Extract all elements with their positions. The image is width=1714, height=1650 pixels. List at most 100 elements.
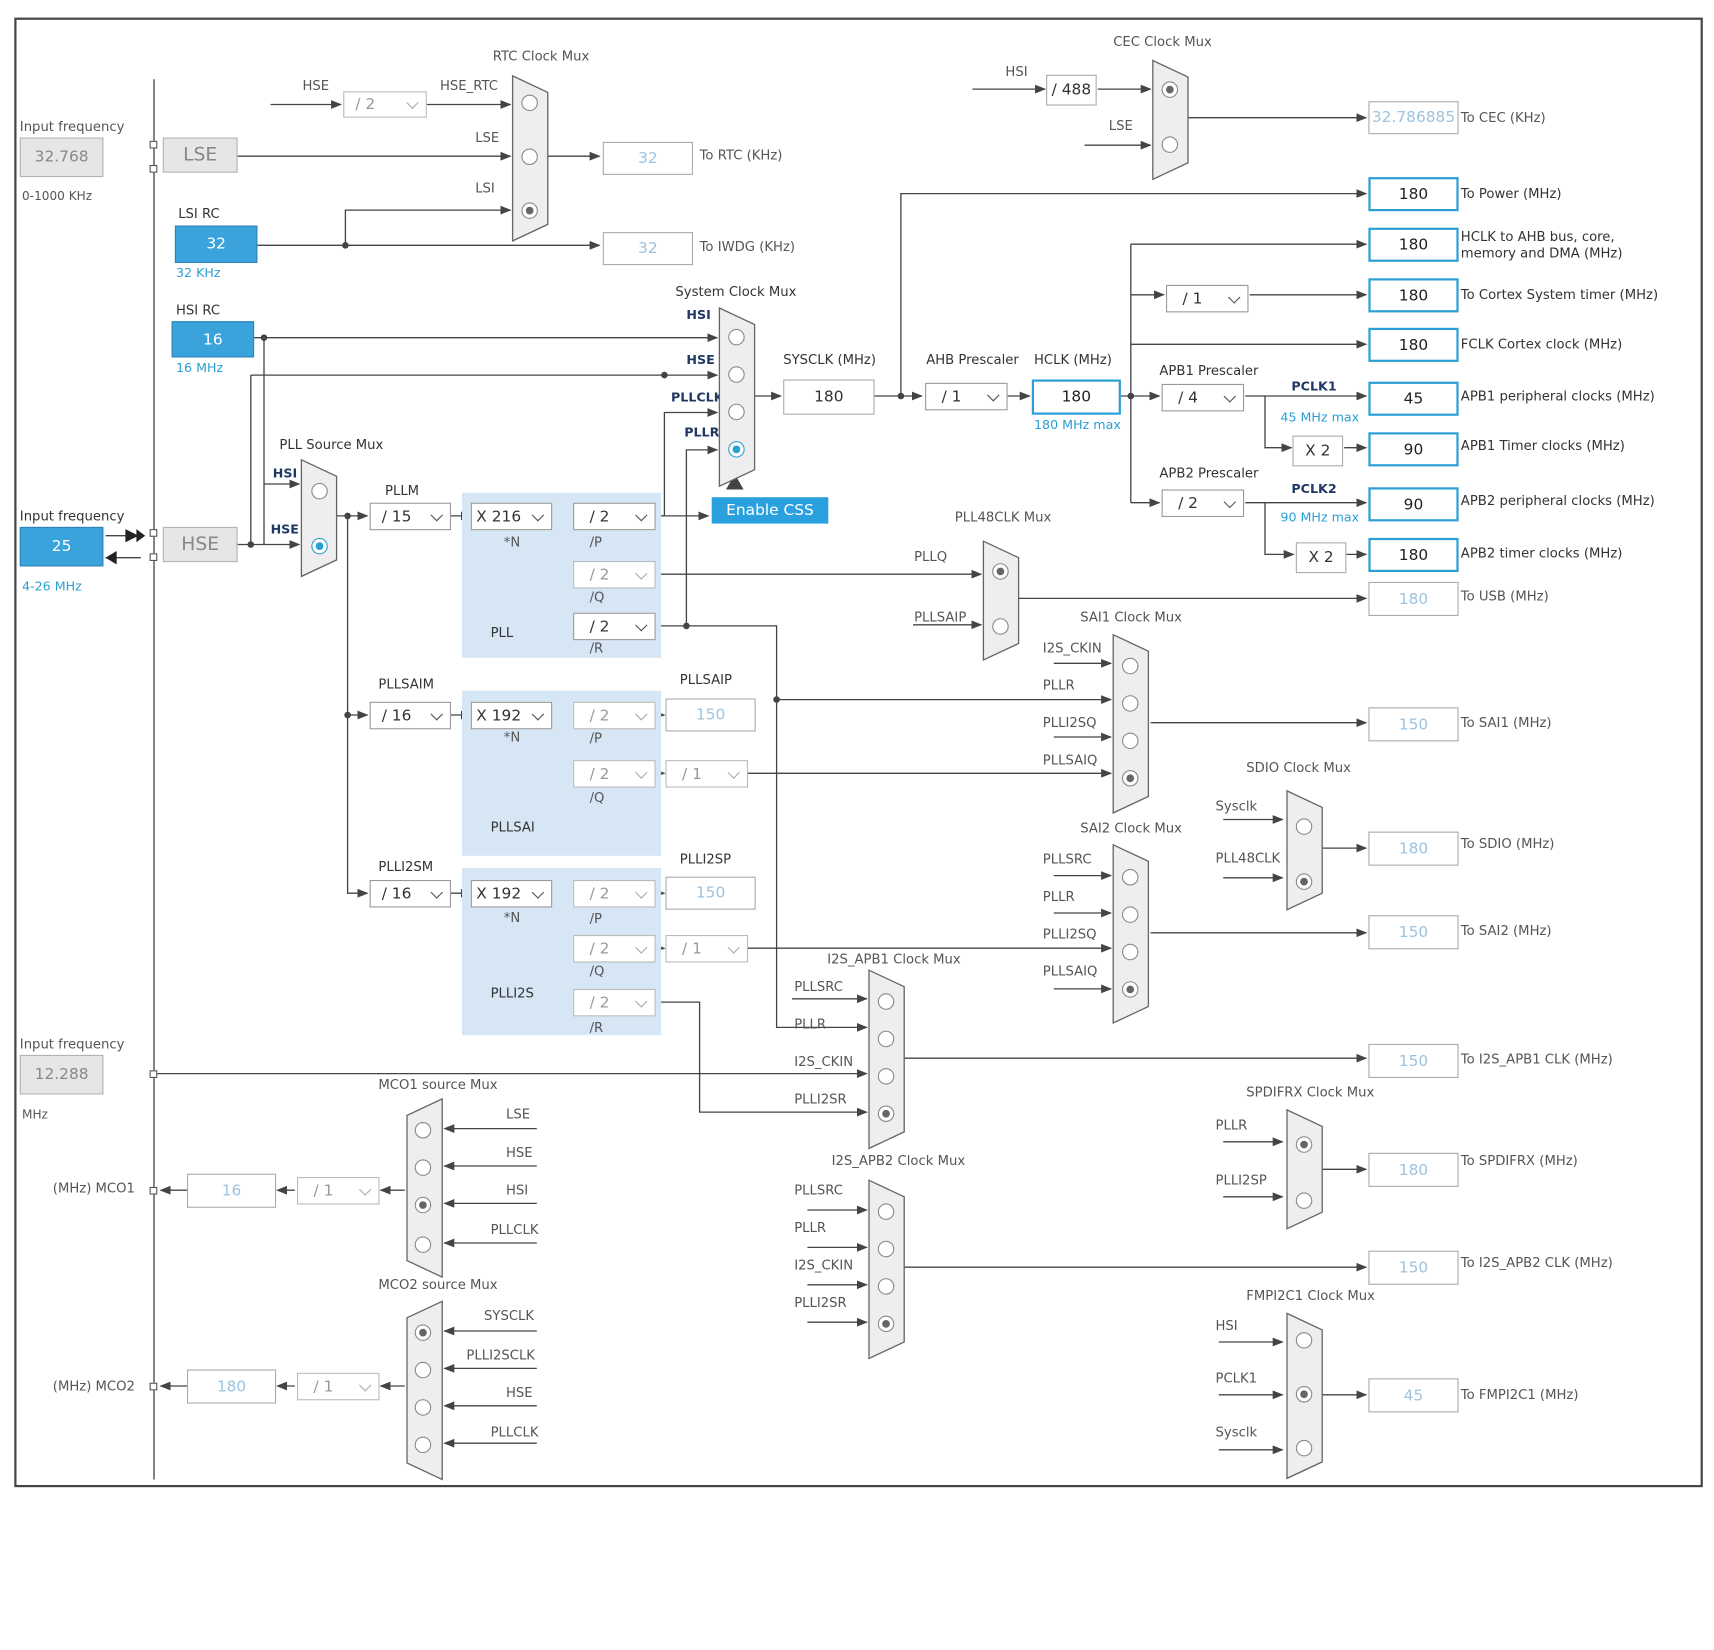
pclk1-label: PCLK1	[1291, 378, 1337, 394]
pllsaiq-select[interactable]: / 2	[573, 760, 656, 788]
ahb-prescaler-select[interactable]: / 1	[925, 382, 1008, 411]
rtc-mux-option-lse[interactable]	[521, 148, 538, 165]
sdio-option-sysclk[interactable]	[1295, 818, 1313, 835]
hsi-rc-frequency[interactable]: 16	[171, 321, 255, 358]
mco2-option-hse[interactable]	[414, 1399, 432, 1416]
mco2-output-value: 180	[187, 1369, 277, 1404]
apb2-peripheral-output-value[interactable]: 90	[1368, 487, 1459, 522]
pllsaip-value: / 2	[589, 706, 610, 725]
mco1-option-pllclk[interactable]	[414, 1236, 432, 1253]
sysmux-option-hse[interactable]	[728, 366, 745, 383]
mco2-option-sysclk[interactable]	[414, 1324, 432, 1341]
apb1-timer-output-value[interactable]: 90	[1368, 432, 1459, 467]
plli2sq-divider-select[interactable]: / 1	[665, 935, 748, 963]
enable-css-button[interactable]: Enable CSS	[711, 497, 829, 524]
sai1-option-pllr[interactable]	[1122, 695, 1139, 712]
cec-mux-option-lse[interactable]	[1161, 136, 1179, 153]
mco1-option-lse[interactable]	[414, 1122, 432, 1139]
i2s-ckin-input-frequency[interactable]: 12.288	[19, 1054, 104, 1095]
apb1-prescaler-select[interactable]: / 4	[1161, 383, 1245, 412]
hclk-ahb-output-value[interactable]: 180	[1368, 227, 1459, 262]
apb1-peripheral-output-value[interactable]: 45	[1368, 381, 1459, 416]
mco1-option-hsi[interactable]	[414, 1196, 432, 1214]
sdio-option-pll48clk[interactable]	[1295, 873, 1313, 890]
sai2-option-pllsaiq[interactable]	[1122, 981, 1139, 998]
apb2-prescaler-select[interactable]: / 2	[1161, 489, 1245, 517]
fclk-output-value[interactable]: 180	[1368, 327, 1459, 362]
sai1-option-i2s-ckin[interactable]	[1122, 657, 1139, 675]
pll-source-option-hse[interactable]	[311, 537, 328, 555]
plli2sm-select[interactable]: / 16	[369, 880, 451, 908]
pllsaim-select[interactable]: / 16	[369, 701, 451, 730]
plli2sq-select[interactable]: / 2	[573, 935, 656, 963]
sysmux-hsi-label: HSI	[686, 306, 711, 323]
lsi-rc-frequency[interactable]: 32	[174, 225, 258, 263]
sdio-mux-title: SDIO Clock Mux	[1246, 760, 1351, 776]
hse-input-frequency[interactable]: 25	[19, 526, 104, 567]
pllsaim-label: PLLSAIM	[378, 676, 435, 692]
mco1-pllclk-label: PLLCLK	[490, 1222, 539, 1238]
i2s-apb1-option-pllr[interactable]	[877, 1030, 895, 1048]
mco2-option-plli2sclk[interactable]	[414, 1361, 432, 1379]
spdifrx-option-pllr[interactable]	[1295, 1136, 1313, 1153]
i2s-apb2-option-pllr[interactable]	[877, 1240, 895, 1258]
apb2-timer-output-value[interactable]: 180	[1368, 537, 1459, 572]
mco2-option-pllclk[interactable]	[414, 1436, 432, 1454]
plli2sn-select[interactable]: X 192	[470, 880, 553, 908]
i2s-apb1-i2s-ckin-label: I2S_CKIN	[794, 1053, 854, 1070]
sysmux-option-pllr[interactable]	[728, 441, 745, 458]
i2s-apb1-option-pllsrc[interactable]	[877, 993, 895, 1010]
i2s-apb1-option-plli2sr[interactable]	[877, 1105, 895, 1122]
plli2sr-select[interactable]: / 2	[573, 988, 656, 1017]
power-output-value[interactable]: 180	[1368, 177, 1459, 212]
cec-mux-option-hsi[interactable]	[1161, 81, 1179, 98]
sai1-option-pllsaiq[interactable]	[1122, 770, 1139, 787]
fmpi2c1-option-pclk1[interactable]	[1295, 1386, 1313, 1403]
mco1-divider-select[interactable]: / 1	[297, 1177, 380, 1205]
i2s-apb1-option-i2s-ckin[interactable]	[877, 1068, 895, 1085]
pllsaiq-divider-select[interactable]: / 1	[665, 760, 748, 788]
i2s-apb2-i2s-ckin-label: I2S_CKIN	[794, 1257, 854, 1273]
fmpi2c1-option-sysclk[interactable]	[1295, 1439, 1313, 1457]
rtc-mux-option-hse[interactable]	[521, 94, 538, 112]
pllsaip-select[interactable]: / 2	[573, 701, 656, 730]
pllr-select[interactable]: / 2	[573, 612, 656, 641]
cec-lse-label: LSE	[1108, 117, 1133, 134]
sysmux-option-pllclk[interactable]	[728, 403, 745, 421]
sai2-option-plli2sq[interactable]	[1122, 943, 1139, 961]
plli2sp-select[interactable]: / 2	[573, 880, 656, 908]
power-output-label: To Power (MHz)	[1460, 185, 1562, 202]
lse-input-frequency[interactable]: 32.768	[19, 137, 104, 178]
mco1-output-value: 16	[187, 1173, 277, 1208]
sai1-option-plli2sq[interactable]	[1122, 732, 1139, 750]
sysmux-option-hsi[interactable]	[728, 328, 745, 346]
cortex-timer-output-value[interactable]: 180	[1368, 278, 1459, 313]
hse-oscillator-block[interactable]: HSE	[162, 526, 238, 563]
pllp-select[interactable]: / 2	[573, 502, 656, 531]
sai2-option-pllr[interactable]	[1122, 906, 1139, 923]
pll48-option-pllsaip[interactable]	[992, 618, 1009, 635]
i2s-apb2-option-pllsrc[interactable]	[877, 1203, 895, 1220]
chevron-down-icon	[430, 508, 443, 521]
pllq-select[interactable]: / 2	[573, 561, 656, 589]
pllsain-select[interactable]: X 192	[470, 701, 553, 730]
plln-select[interactable]: X 216	[470, 502, 553, 531]
hclk-input[interactable]: 180	[1031, 379, 1121, 415]
i2s-apb2-option-plli2sr[interactable]	[877, 1315, 895, 1333]
mco2-divider-select[interactable]: / 1	[297, 1372, 380, 1401]
cortex-timer-divider-select[interactable]: / 1	[1166, 284, 1249, 313]
spdifrx-output-label: To SPDIFRX (MHz)	[1460, 1152, 1578, 1169]
rtc-hse-divider[interactable]: / 2	[343, 91, 427, 118]
spdifrx-option-plli2sp[interactable]	[1295, 1192, 1313, 1209]
lse-oscillator-block[interactable]: LSE	[162, 137, 238, 173]
pllm-select[interactable]: / 15	[369, 502, 451, 531]
pll-source-option-hsi[interactable]	[311, 482, 328, 500]
mco1-option-hse[interactable]	[414, 1159, 432, 1176]
chevron-down-icon	[1223, 495, 1237, 508]
apb2-peripheral-output-label: APB2 peripheral clocks (MHz)	[1460, 492, 1655, 509]
i2s-apb2-option-i2s-ckin[interactable]	[877, 1278, 895, 1295]
fmpi2c1-option-hsi[interactable]	[1295, 1332, 1313, 1349]
rtc-mux-option-lsi[interactable]	[521, 202, 538, 219]
pll48-option-pllq[interactable]	[992, 563, 1009, 580]
sai2-option-pllsrc[interactable]	[1122, 869, 1139, 886]
